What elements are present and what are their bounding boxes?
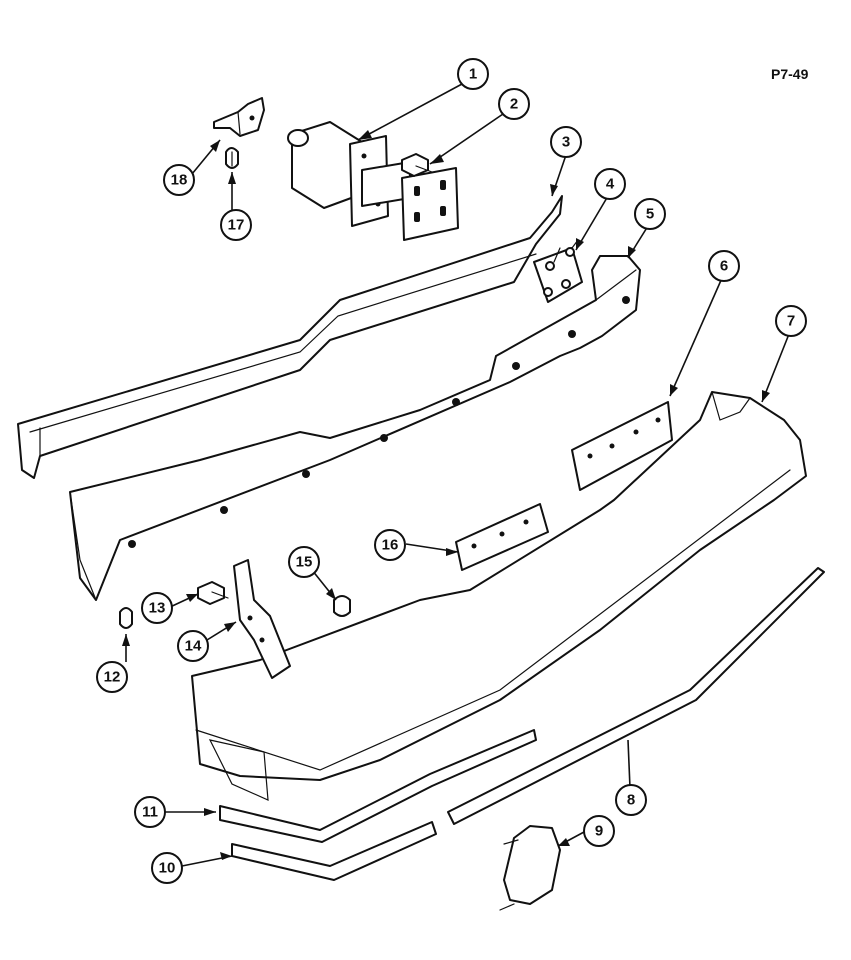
callout-9: 9 — [583, 815, 615, 847]
part-8-molding — [447, 567, 825, 825]
callout-15: 15 — [288, 546, 320, 578]
callout-label: 4 — [606, 176, 615, 193]
part-11-strip — [219, 729, 537, 843]
part-6-bracket — [571, 401, 673, 491]
callout-label: 14 — [185, 638, 202, 655]
callout-label: 18 — [171, 172, 188, 189]
callout-5: 5 — [634, 198, 666, 230]
callout-1: 1 — [457, 58, 489, 90]
callout-10: 10 — [151, 852, 183, 884]
part-9-end-cap — [499, 825, 561, 911]
callout-label: 9 — [595, 823, 603, 840]
part-2-bolt — [401, 153, 433, 177]
part-13-bolt — [197, 581, 229, 605]
callout-2: 2 — [498, 88, 530, 120]
callout-11: 11 — [134, 796, 166, 828]
callout-label: 13 — [149, 600, 166, 617]
callout-13: 13 — [141, 592, 173, 624]
leader-lines — [122, 83, 790, 867]
part-12-clip — [119, 607, 133, 629]
callout-7: 7 — [775, 305, 807, 337]
callout-label: 3 — [562, 134, 570, 151]
callout-12: 12 — [96, 661, 128, 693]
callout-16: 16 — [374, 529, 406, 561]
callout-17: 17 — [220, 209, 252, 241]
part-5-bumper-bar — [69, 255, 641, 601]
callout-label: 11 — [142, 804, 158, 821]
callout-4: 4 — [594, 168, 626, 200]
part-1-energy-absorber — [287, 121, 459, 241]
callout-label: 5 — [646, 206, 654, 223]
part-3-reinforcement — [17, 195, 563, 479]
callout-label: 2 — [510, 96, 518, 113]
callout-label: 7 — [787, 313, 795, 330]
part-7-bumper-cover — [191, 391, 807, 801]
part-4-plate — [533, 239, 583, 303]
callout-label: 15 — [296, 554, 313, 571]
part-15-clip — [333, 595, 351, 617]
callout-18: 18 — [163, 164, 195, 196]
callout-label: 1 — [469, 66, 477, 83]
part-16-bracket — [455, 503, 549, 571]
callout-8: 8 — [615, 784, 647, 816]
figure-reference: P7-49 — [771, 66, 809, 82]
callout-3: 3 — [550, 126, 582, 158]
callout-label: 8 — [627, 792, 635, 809]
callout-label: 12 — [104, 669, 121, 686]
callout-14: 14 — [177, 630, 209, 662]
callout-label: 16 — [382, 537, 399, 554]
part-17-clip — [225, 147, 239, 169]
callout-6: 6 — [708, 250, 740, 282]
part-18-bracket — [213, 97, 265, 137]
callout-label: 6 — [720, 258, 728, 275]
callout-label: 17 — [228, 217, 245, 234]
callout-label: 10 — [159, 860, 176, 877]
part-14-support — [233, 559, 291, 679]
